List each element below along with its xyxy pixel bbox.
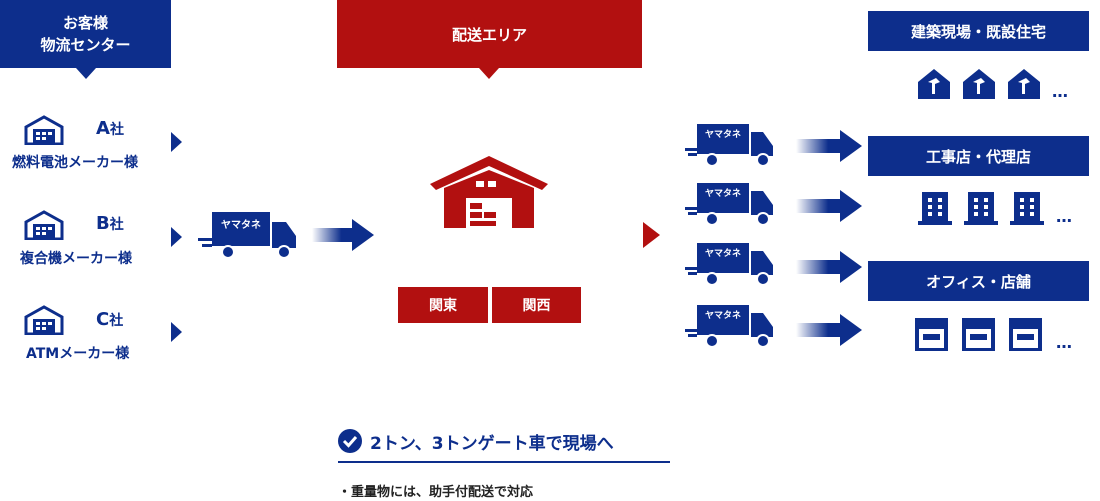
house-icon [918,69,950,99]
customer-a-arrow-icon [171,132,182,152]
shop-icon [962,318,995,351]
customer-c-arrow-icon [171,322,182,342]
customer-a-name: 燃料電池メーカー様 [12,155,138,171]
ellipsis: … [1056,333,1072,352]
warehouse-icon [24,210,64,240]
customer-header-line2: 物流センター [40,36,131,54]
region-kansai: 関西 [492,287,581,323]
customer-b-name: 複合機メーカー様 [20,251,132,267]
destination-contractors: 工事店・代理店 [868,136,1089,176]
house-icon [1008,69,1040,99]
ellipsis: … [1056,207,1072,226]
destination-contractors-icons: … [918,191,1072,225]
truck-label: ヤマタネ [221,220,261,231]
destination-construction-sites: 建築現場・既設住宅 [868,11,1089,51]
customer-b-arrow-icon [171,227,182,247]
feature-note: ・重量物には、助手付配送で対応 [338,485,534,500]
customer-a-suffix: 社 [109,122,124,138]
truck-icon: ヤマタネ [196,210,300,260]
flow-arrow-icon [796,190,862,222]
customer-header-pointer [76,68,96,79]
destination-offices-icons: … [915,317,1072,351]
truck-label: ヤマタネ [704,130,741,140]
customer-b-suffix: 社 [109,217,124,233]
feature-title: 2トン、3トンゲート車で現場へ [370,434,614,454]
destination-construction-label: 建築現場・既設住宅 [910,22,1046,41]
destination-contractors-label: 工事店・代理店 [925,147,1031,166]
truck-icon: ヤマタネ [683,181,777,227]
delivery-area-label: 配送エリア [451,25,527,44]
destination-offices-label: オフィス・店舗 [926,272,1031,291]
check-icon [338,429,362,453]
shop-icon [1009,318,1042,351]
warehouse-icon [24,305,64,335]
customer-a-letter-text: A [96,118,110,139]
flow-arrow-icon [312,219,374,251]
destination-offices-shops: オフィス・店舗 [868,261,1089,301]
flow-arrow-icon [796,251,862,283]
customer-c-letter-text: C [96,309,110,330]
flow-arrow-icon [796,130,862,162]
truck-label: ヤマタネ [704,249,741,259]
customer-a-letter: A社 [96,118,124,139]
customer-header: お客様 物流センター [0,0,171,68]
region-kanto-label: 関東 [429,298,457,314]
shop-icon [915,318,948,351]
truck-label: ヤマタネ [704,311,741,321]
region-kansai-label: 関西 [522,298,551,314]
truck-label: ヤマタネ [704,189,741,199]
truck-icon: ヤマタネ [683,122,777,168]
delivery-area-header: 配送エリア [337,0,642,68]
delivery-area-pointer [479,68,499,79]
building-icon [918,192,952,225]
flow-arrow-icon [796,314,862,346]
building-icon [964,192,998,225]
customer-c-suffix: 社 [109,313,124,329]
ellipsis: … [1052,82,1068,101]
region-kanto: 関東 [398,287,488,323]
customer-b-letter-text: B [96,213,110,234]
destination-construction-icons: … [917,68,1068,100]
feature-divider [338,461,670,463]
warehouse-icon [24,115,64,145]
distribution-warehouse-icon [430,156,548,228]
customer-c-name: ATMメーカー様 [26,346,130,362]
house-icon [963,69,995,99]
red-arrow-icon [643,222,660,248]
customer-header-line1: お客様 [62,14,108,32]
customer-b-letter: B社 [96,213,124,234]
customer-c-letter: C社 [96,309,123,330]
truck-icon: ヤマタネ [683,303,777,349]
truck-icon: ヤマタネ [683,241,777,287]
building-icon [1010,192,1044,225]
